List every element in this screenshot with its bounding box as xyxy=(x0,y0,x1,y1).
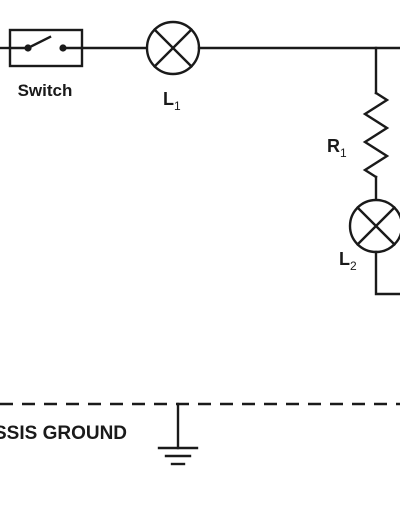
lamp-l1-label-sub: 1 xyxy=(174,99,181,113)
lamp-l1 xyxy=(145,20,201,76)
resistor-r1 xyxy=(362,91,390,179)
switch-label: Switch xyxy=(18,81,73,100)
chassis-ground-label: SSIS GROUND xyxy=(0,423,127,444)
lamp-l2-label: L2 xyxy=(339,249,357,273)
lamp-l2-label-sub: 2 xyxy=(350,259,357,273)
lamp-l1-cross xyxy=(152,27,194,69)
resistor-r1-label-name: R xyxy=(327,136,340,156)
ground-symbol xyxy=(157,402,199,466)
wire-lamp2-to-right xyxy=(374,250,400,296)
lamp-l1-label-name: L xyxy=(163,89,174,109)
resistor-r1-label: R1 xyxy=(327,136,347,160)
lamp-l2-cross xyxy=(355,205,397,247)
switch xyxy=(8,28,84,68)
lamp-l1-label: L1 xyxy=(163,89,181,113)
lamp-l2-label-name: L xyxy=(339,249,350,269)
resistor-r1-label-sub: 1 xyxy=(340,146,347,160)
switch-blade xyxy=(26,35,52,50)
lamp-l2 xyxy=(348,198,400,254)
